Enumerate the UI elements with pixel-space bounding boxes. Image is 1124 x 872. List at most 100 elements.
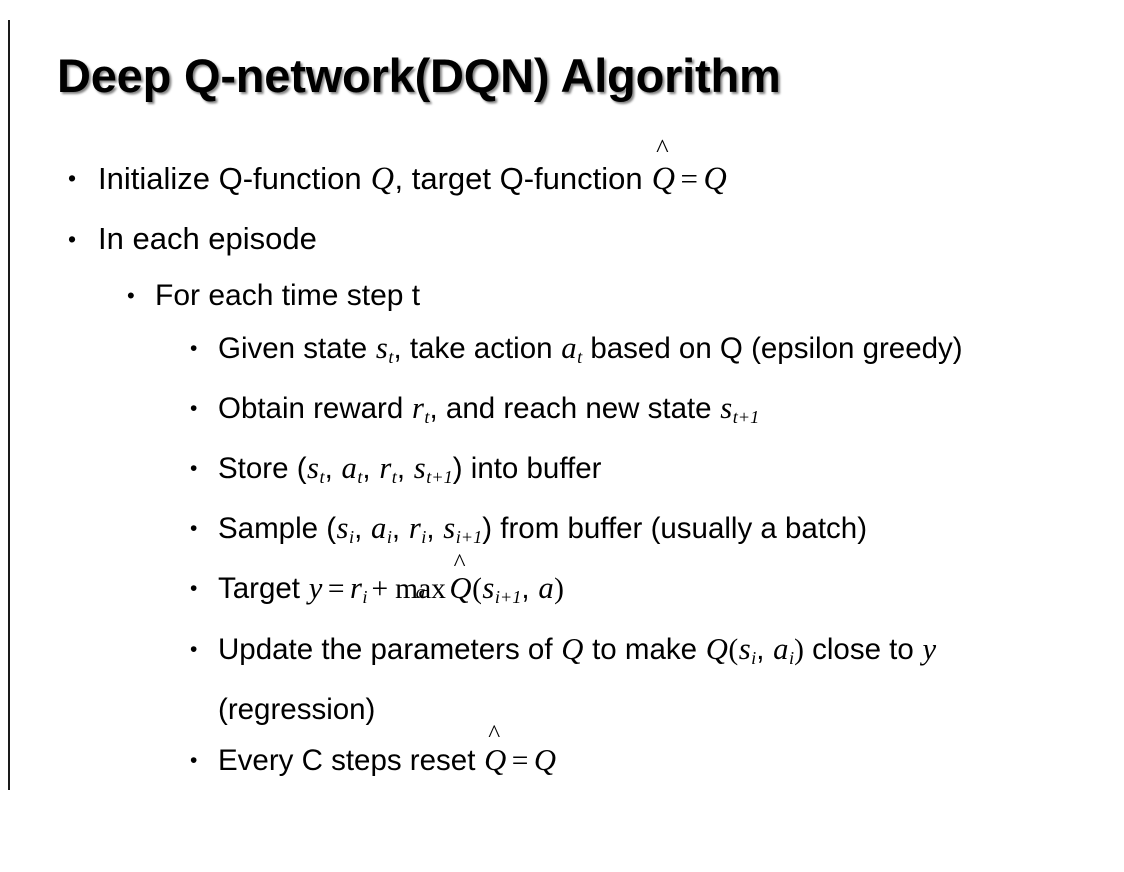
- math-var-s2: s: [443, 511, 456, 546]
- math-sub-i: i: [362, 587, 368, 608]
- math-var-q: Q: [561, 631, 584, 666]
- bullet-dot: •: [68, 226, 77, 252]
- math-var-a: a: [341, 451, 357, 486]
- text-fragment: , take action: [393, 332, 561, 365]
- math-var-r: r: [411, 391, 424, 426]
- math-sub-i: i: [386, 527, 392, 548]
- math-var-q: Q: [370, 160, 395, 196]
- bullet-dot: •: [190, 748, 198, 772]
- math-var-a: a: [370, 511, 387, 546]
- math-q-hat: ^Q: [651, 135, 676, 209]
- text-fragment: to make: [583, 632, 706, 666]
- math-var-s: s: [307, 451, 319, 486]
- math-comma: ,: [426, 512, 443, 546]
- bullet-dot: •: [190, 517, 198, 541]
- text-fragment: Target: [218, 572, 309, 606]
- math-paren-open: (: [472, 573, 482, 606]
- bullet-dot: •: [190, 337, 198, 360]
- text-fragment: close to: [803, 632, 922, 666]
- math-sub-t: t: [391, 467, 397, 488]
- math-var-s: s: [738, 631, 751, 666]
- text-fragment: ) from buffer (usually a batch): [482, 512, 868, 546]
- text-fragment: Update the parameters of: [218, 632, 561, 666]
- math-sub-t: t: [577, 347, 583, 368]
- math-var-qhat: Q: [651, 160, 676, 196]
- math-var-y: y: [308, 571, 323, 606]
- bullet-text: Given state st, take action at based on …: [218, 323, 1088, 383]
- math-q-hat: ^Q: [449, 550, 472, 614]
- math-sub-t: t: [388, 347, 394, 368]
- slide-body: • Initialize Q-function Q, target Q-func…: [0, 135, 1124, 787]
- math-sub-i1: i+1: [455, 527, 483, 548]
- math-var-qhat: Q: [484, 742, 507, 777]
- bullet-dot: •: [190, 577, 198, 601]
- bullet-reset-target-network: • Every C steps reset ^Q=Q: [0, 721, 1124, 787]
- hat-accent: ^: [656, 132, 669, 163]
- bullet-obtain-reward: • Obtain reward rt, and reach new state …: [0, 383, 1124, 443]
- math-sub-t1: t+1: [732, 407, 760, 428]
- math-var-q2: Q: [703, 160, 727, 196]
- bullet-dot: •: [127, 283, 135, 308]
- math-comma: ,: [396, 452, 414, 486]
- math-sub-i: i: [348, 527, 355, 548]
- hat-accent: ^: [488, 719, 501, 748]
- math-comma: ,: [362, 452, 379, 486]
- bullet-text: Update the parameters of Q to make Q(si,…: [218, 624, 1088, 735]
- max-limit-a: a: [415, 581, 426, 603]
- slide-left-rule: [8, 20, 10, 790]
- math-var-q2: Q: [705, 631, 728, 666]
- math-equals: =: [680, 161, 699, 196]
- math-var-a: a: [561, 331, 577, 365]
- bullet-dot: •: [68, 165, 77, 191]
- bullet-text: Initialize Q-function Q, target Q-functi…: [98, 135, 1084, 209]
- text-fragment: based on Q (epsilon greedy): [582, 332, 963, 365]
- math-var-a: a: [773, 631, 789, 666]
- math-comma: ,: [521, 572, 538, 606]
- math-paren-close: ): [554, 573, 564, 606]
- math-var-s: s: [482, 571, 495, 606]
- math-sub-t: t: [319, 467, 325, 488]
- math-sub-i: i: [421, 527, 427, 548]
- text-fragment: Sample (: [218, 512, 337, 546]
- bullet-text: Sample (si, ai, ri, si+1) from buffer (u…: [218, 503, 1088, 563]
- text-fragment: , and reach new state: [429, 392, 720, 426]
- math-sub-i1: i+1: [494, 587, 522, 608]
- math-sub-t1: t+1: [426, 467, 453, 488]
- max-label: max: [395, 573, 446, 606]
- math-equals: =: [511, 744, 529, 777]
- math-var-s: s: [720, 391, 733, 426]
- math-var-r: r: [349, 571, 362, 606]
- slide-title: Deep Q-network(DQN) Algorithm: [57, 49, 781, 102]
- math-var-r: r: [408, 511, 421, 546]
- math-plus: +: [371, 573, 389, 606]
- math-comma: ,: [756, 632, 773, 666]
- math-equals: =: [327, 573, 345, 606]
- bullet-dot: •: [190, 457, 198, 481]
- text-fragment: Store (: [218, 452, 307, 486]
- math-q-hat: ^Q: [484, 721, 507, 786]
- math-var-qhat: Q: [449, 571, 472, 606]
- math-var-y: y: [922, 631, 937, 666]
- math-var-s2: s: [413, 451, 426, 486]
- bullet-text: For each time step t: [155, 279, 421, 312]
- bullet-store-transition: • Store (st, at, rt, st+1) into buffer: [0, 443, 1124, 503]
- bullet-update-parameters: • Update the parameters of Q to make Q(s…: [0, 624, 1124, 735]
- math-paren-open: (: [728, 633, 739, 666]
- bullet-text: Obtain reward rt, and reach new state st…: [218, 383, 1088, 443]
- text-fragment: ) into buffer: [452, 452, 602, 486]
- math-sub-t: t: [357, 467, 363, 488]
- math-var-s: s: [375, 331, 388, 365]
- math-paren-close: ): [794, 633, 804, 666]
- text-fragment: (regression): [218, 692, 376, 726]
- bullet-sample-batch: • Sample (si, ai, ri, si+1) from buffer …: [0, 503, 1124, 563]
- hat-accent: ^: [453, 548, 466, 577]
- text-fragment: Initialize Q-function: [98, 161, 371, 196]
- math-comma: ,: [391, 512, 409, 546]
- math-sub-i: i: [751, 647, 757, 668]
- text-fragment: , target Q-function: [394, 161, 652, 196]
- bullet-given-state: • Given state st, take action at based o…: [0, 323, 1124, 383]
- math-sub-t: t: [424, 407, 430, 428]
